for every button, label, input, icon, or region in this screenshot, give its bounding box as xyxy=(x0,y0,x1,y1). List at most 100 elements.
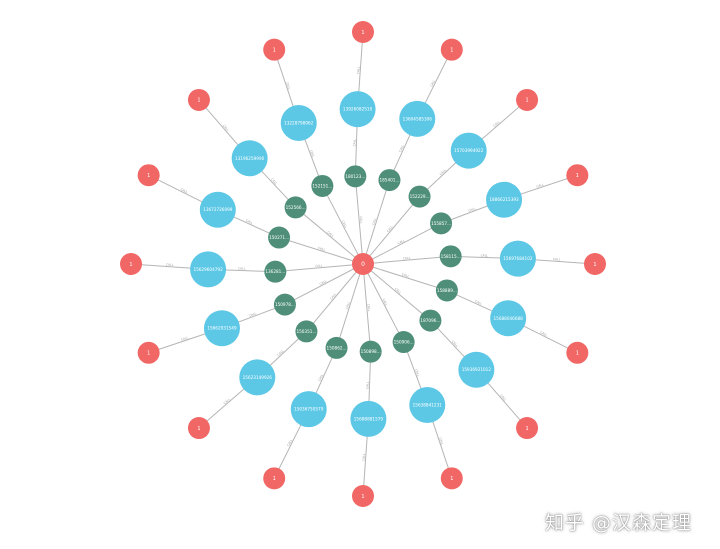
leaf-node-label: 1 xyxy=(273,47,276,53)
phone-node[interactable]: 15623149926 xyxy=(239,359,276,396)
edge-label: CALL xyxy=(367,304,372,312)
leaf-node-label: 1 xyxy=(450,476,453,482)
leaf-node[interactable]: 1 xyxy=(187,417,210,440)
teal-node[interactable]: 185401... xyxy=(378,169,401,192)
node-layer: 180123... 13926082510 1 185401... 1360458530… xyxy=(120,21,606,507)
teal-node[interactable]: 150978... xyxy=(273,293,296,316)
phone-node[interactable]: 15703994922 xyxy=(450,132,487,169)
leaf-node[interactable]: 1 xyxy=(120,253,142,275)
leaf-node[interactable]: 1 xyxy=(263,38,286,61)
teal-node[interactable]: 152151... xyxy=(311,174,334,197)
teal-node[interactable]: 150906... xyxy=(392,331,415,354)
teal-node[interactable]: 158889... xyxy=(435,279,458,302)
edge-center-teal xyxy=(321,185,364,265)
phone-node-label: 15697684102 xyxy=(503,256,533,261)
phone-node-circle xyxy=(199,191,236,228)
edge-center-teal xyxy=(354,176,364,265)
leaf-node-label: 1 xyxy=(361,494,364,500)
leaf-node[interactable]: 1 xyxy=(516,88,539,111)
edge-label: CALL xyxy=(356,66,361,74)
edge-center-teal xyxy=(278,237,364,265)
leaf-node[interactable]: 1 xyxy=(137,341,160,364)
edge-label: CALL xyxy=(414,369,420,378)
leaf-node-circle xyxy=(187,417,210,440)
teal-node-circle xyxy=(295,320,318,343)
leaf-node[interactable]: 1 xyxy=(352,485,374,507)
edge-label: CALL xyxy=(329,292,337,301)
phone-node[interactable]: 15688881579 xyxy=(350,400,387,437)
teal-node-circle xyxy=(325,336,348,359)
leaf-node[interactable]: 1 xyxy=(566,164,589,187)
teal-node[interactable]: 158115... xyxy=(439,245,462,268)
phone-node[interactable]: 15036750579 xyxy=(290,391,327,428)
phone-node[interactable]: 15697684102 xyxy=(499,240,536,277)
leaf-node-circle xyxy=(263,38,286,61)
teal-node[interactable]: 150898... xyxy=(359,340,382,363)
edge-label: CALL xyxy=(249,311,258,317)
teal-node[interactable]: 180123... xyxy=(344,165,367,188)
leaf-node[interactable]: 1 xyxy=(137,164,160,187)
leaf-node[interactable]: 1 xyxy=(187,88,210,111)
leaf-node-circle xyxy=(120,253,142,275)
leaf-node-circle xyxy=(566,341,589,364)
teal-node-circle xyxy=(311,174,334,197)
leaf-node[interactable]: 1 xyxy=(516,417,539,440)
phone-node[interactable]: 15662931549 xyxy=(203,310,240,347)
phone-node[interactable]: 13604585306 xyxy=(399,100,436,137)
phone-node-label: 13604585306 xyxy=(403,116,433,121)
edge-label: CALL xyxy=(352,139,356,147)
edge-center-teal xyxy=(306,263,364,332)
edge-center-teal xyxy=(362,196,420,265)
phone-node-circle xyxy=(409,387,446,424)
leaf-node-circle xyxy=(263,467,286,490)
leaf-node[interactable]: 1 xyxy=(263,467,286,490)
edge-label: CALL xyxy=(403,256,411,261)
teal-node[interactable]: 155857... xyxy=(430,212,453,235)
phone-node[interactable]: 15688046688 xyxy=(490,300,527,337)
teal-node[interactable]: 150271... xyxy=(268,226,291,249)
teal-node[interactable]: 187096... xyxy=(419,309,442,332)
phone-node[interactable]: 15936921012 xyxy=(458,351,495,388)
phone-node[interactable]: 13672726099 xyxy=(199,191,236,228)
teal-node-label: 152566... xyxy=(286,205,306,210)
edge-center-teal xyxy=(362,263,372,352)
leaf-node-circle xyxy=(352,21,374,43)
edge-label: CALL xyxy=(474,299,483,306)
edge-label: CALL xyxy=(317,373,324,382)
teal-node[interactable]: 152229... xyxy=(408,185,431,208)
edge-label: CALL xyxy=(326,230,335,238)
phone-node[interactable]: 13926082510 xyxy=(339,91,376,128)
teal-node[interactable]: 150862... xyxy=(325,336,348,359)
leaf-node[interactable]: 1 xyxy=(352,21,374,43)
phone-node[interactable]: 15629604792 xyxy=(190,251,227,288)
phone-node[interactable]: 13228798062 xyxy=(280,104,317,141)
edge-label: CALL xyxy=(341,220,348,229)
leaf-node[interactable]: 1 xyxy=(440,38,463,61)
edge-label: CALL xyxy=(382,298,389,307)
center-node[interactable]: 0 xyxy=(352,253,374,275)
edge-label: CALL xyxy=(309,150,315,159)
phone-node[interactable]: 18866215393 xyxy=(486,181,523,218)
edge-center-teal xyxy=(362,222,442,265)
teal-node-label: 150898... xyxy=(361,349,381,354)
teal-node[interactable]: 136281... xyxy=(264,260,287,283)
phone-node-label: 15703994922 xyxy=(454,148,484,153)
edge-label: CALL xyxy=(439,168,447,176)
teal-node[interactable]: 150351... xyxy=(295,320,318,343)
phone-node[interactable]: 13196259990 xyxy=(231,140,268,177)
teal-node-label: 152229... xyxy=(410,194,430,199)
leaf-node[interactable]: 1 xyxy=(566,341,589,364)
phone-node-circle xyxy=(280,104,317,141)
teal-node-label: 150862... xyxy=(327,345,347,350)
phone-node[interactable]: 15638841231 xyxy=(409,387,446,424)
leaf-node-circle xyxy=(516,88,539,111)
leaf-node[interactable]: 1 xyxy=(440,467,463,490)
leaf-node-circle xyxy=(187,88,210,111)
edge-label: CALL xyxy=(401,272,410,278)
edge-label: CALL xyxy=(492,120,501,128)
leaf-node[interactable]: 1 xyxy=(584,253,606,275)
edge-label: CALL xyxy=(394,287,403,295)
phone-node-label: 13196259990 xyxy=(235,156,265,161)
teal-node[interactable]: 152566... xyxy=(284,196,307,219)
edge-label: CALL xyxy=(285,81,291,90)
